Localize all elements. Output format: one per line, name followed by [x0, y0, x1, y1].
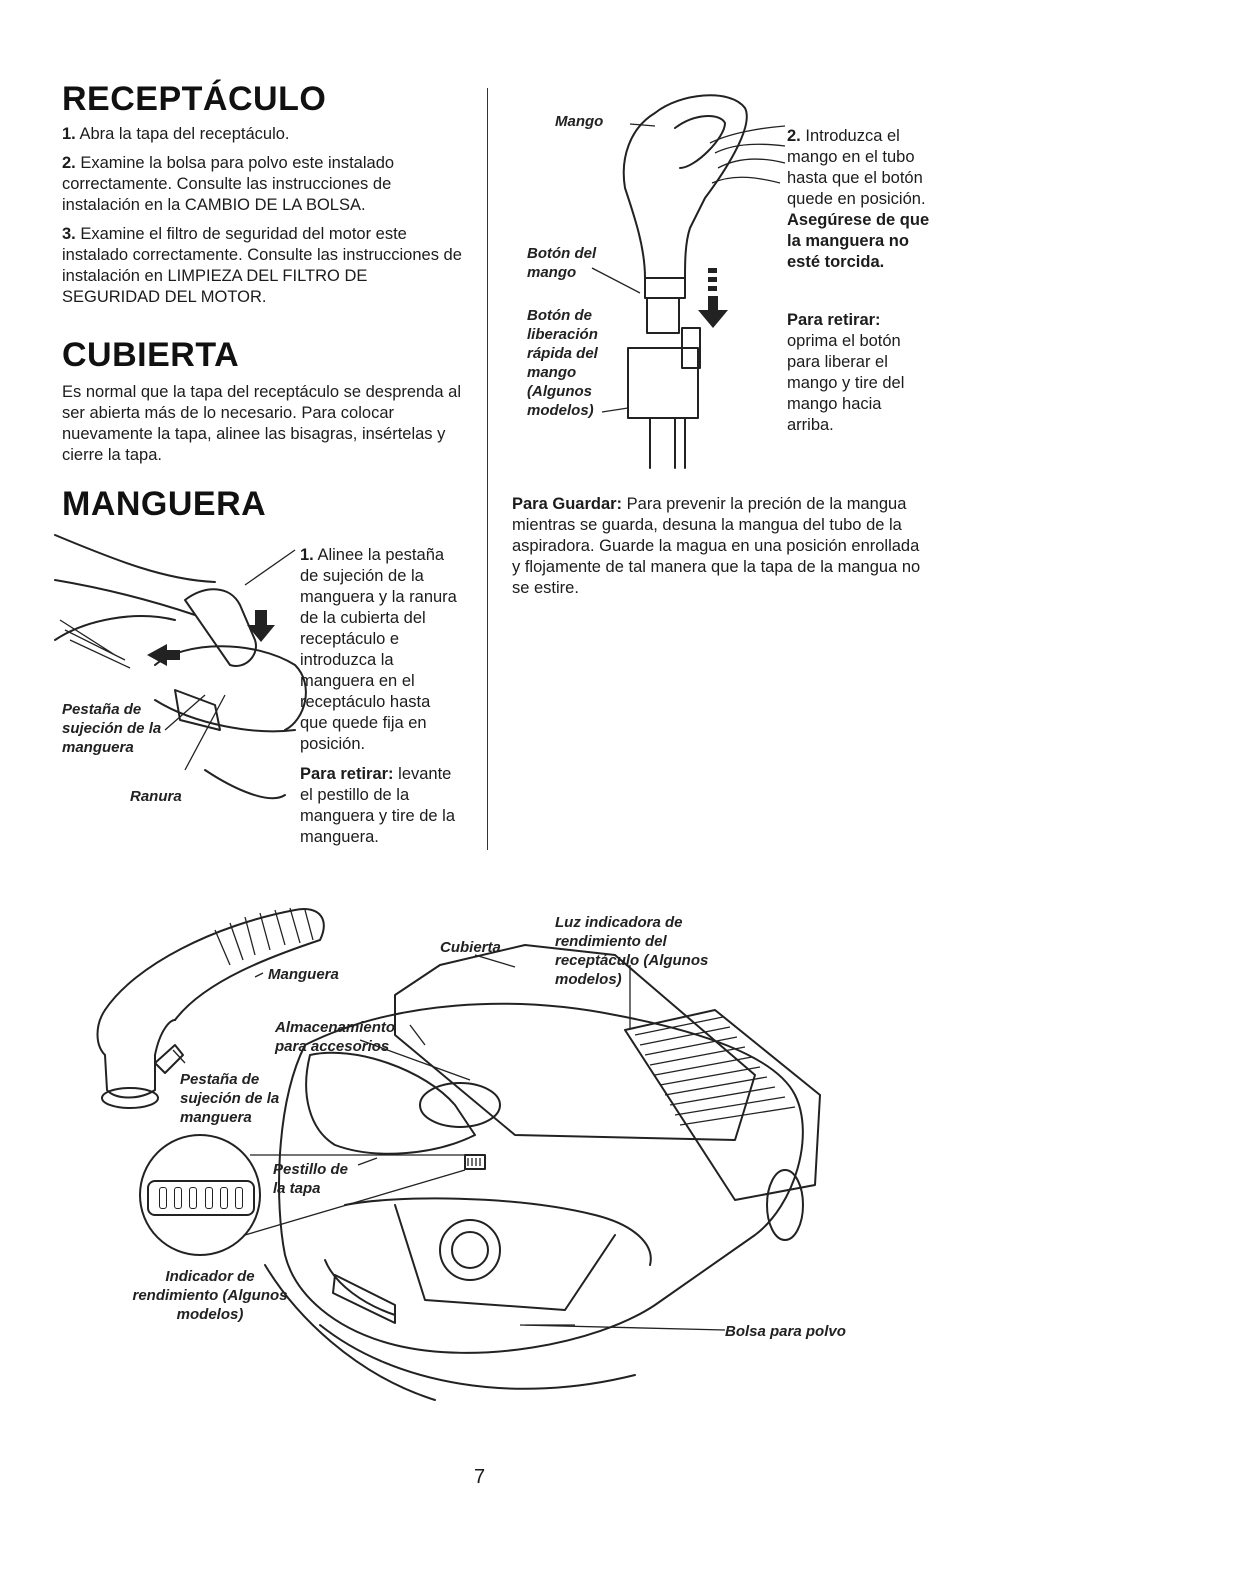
- manguera-remove: Para retirar: levante el pestillo de la …: [300, 765, 456, 846]
- receptaculo-step-2: 2. Examine la bolsa para polvo este inst…: [62, 154, 395, 214]
- hose-insertion-illustration: [54, 534, 307, 800]
- fig-label-pestillo: Pestillo de la tapa: [273, 1161, 349, 1197]
- canister-vacuum-illustration: [96, 907, 821, 1401]
- fig-label-cubierta: Cubierta: [440, 939, 501, 956]
- mango-remove: Para retirar:oprima el botón para libera…: [787, 311, 905, 434]
- fig-label-indicador: Indicador de rendimiento (Algunos modelo…: [132, 1268, 288, 1323]
- handle-illustration: [591, 94, 786, 469]
- receptaculo-step-1: 1. Abra la tapa del receptáculo.: [62, 125, 290, 143]
- fig-label-bolsa: Bolsa para polvo: [725, 1323, 846, 1340]
- left-arrow-icon: [147, 644, 180, 666]
- fig-label-ranura: Ranura: [130, 788, 182, 805]
- guardar-text: Para Guardar: Para prevenir la preción d…: [512, 495, 921, 597]
- section-title-cubierta: CUBIERTA: [62, 336, 240, 374]
- performance-indicator-graphic: [147, 1180, 255, 1216]
- fig-label-boton-liberacion: Botón de liberación rápida del mango (Al…: [527, 307, 598, 419]
- fig-label-boton-mango: Botón del mango: [527, 245, 597, 281]
- fig-label-pestana-sujecion: Pestaña de sujeción de la manguera: [180, 1071, 280, 1126]
- manguera-step-1: 1. Alinee la pestaña de sujeción de la m…: [300, 546, 457, 753]
- fig-label-pestana-manguera: Pestaña de sujeción de la manguera: [62, 701, 162, 756]
- fig-label-manguera: Manguera: [268, 966, 339, 983]
- section-title-manguera: MANGUERA: [62, 485, 267, 523]
- page-number: 7: [474, 1466, 486, 1488]
- receptaculo-step-3: 3. Examine el filtro de seguridad del mo…: [62, 225, 462, 306]
- fig-label-mango: Mango: [555, 113, 604, 130]
- fig-label-luz-indicadora: Luz indicadora de rendimiento del recept…: [555, 914, 709, 988]
- section-title-receptaculo: RECEPTÁCULO: [62, 80, 327, 118]
- cubierta-text: Es normal que la tapa del receptáculo se…: [62, 383, 462, 464]
- down-arrow-icon: [247, 610, 275, 642]
- down-arrow-icon: [698, 296, 728, 328]
- receptaculo-steps: 1. Abra la tapa del receptáculo. 2. Exam…: [62, 124, 462, 308]
- column-divider: [487, 88, 488, 850]
- mango-step-2: 2. Introduzca el mango en el tubo hasta …: [787, 127, 930, 271]
- fig-label-almacenamiento: Almacenamiento para accesorios: [275, 1019, 396, 1055]
